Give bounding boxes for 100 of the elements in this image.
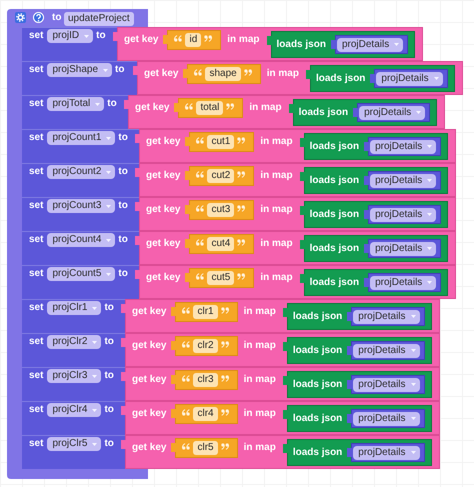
keyword-label: set [29, 97, 44, 111]
loads-json-block [300, 201, 448, 228]
keyword-label: loads json [316, 72, 366, 86]
keyword-label: to [96, 29, 106, 43]
keyword-label: set [29, 131, 44, 145]
text-block [171, 370, 238, 390]
variable-dropdown: projShape [47, 63, 112, 77]
loads-json-block [282, 371, 432, 398]
variable-dropdown: projDetails [353, 446, 420, 460]
get-key-block [135, 265, 456, 299]
keyword-label: loads json [292, 446, 342, 460]
text-field: total [196, 101, 224, 115]
variable-getter-block [364, 171, 442, 190]
keyword-label: in map [227, 33, 260, 47]
get-key-block [124, 95, 446, 129]
loads-json-block [266, 31, 416, 58]
keyword-label: to [104, 437, 114, 451]
variable-dropdown: projDetails [353, 378, 420, 392]
variable-dropdown: projTotal [47, 97, 104, 111]
get-key-block [121, 435, 440, 469]
variable-getter-block [364, 137, 442, 156]
variable-getter-block [370, 69, 448, 88]
text-block [171, 336, 238, 356]
variable-getter-block [347, 307, 425, 326]
text-field: clr4 [193, 407, 218, 421]
keyword-label: in map [244, 305, 276, 319]
text-field: id [185, 33, 202, 47]
variable-dropdown: projDetails [353, 310, 420, 324]
keyword-label: in map [244, 407, 276, 421]
keyword-label: in map [249, 101, 282, 115]
get-key-block [121, 299, 440, 333]
keyword-label: get key [146, 135, 180, 149]
variable-dropdown: projID [47, 29, 94, 43]
loads-json-block [300, 167, 448, 194]
text-field: clr3 [193, 373, 218, 387]
variable-dropdown: projDetails [359, 106, 426, 120]
variable-dropdown: projCount1 [47, 131, 116, 145]
text-block [171, 302, 238, 322]
procedure-name-field: updateProject [64, 12, 134, 26]
get-key-block [113, 27, 424, 61]
keyword-label: set [29, 437, 44, 451]
variable-dropdown: projCount4 [47, 233, 116, 247]
keyword-label: get key [132, 441, 166, 455]
get-key-block [135, 163, 456, 197]
keyword-label: to [107, 97, 117, 111]
text-field: shape [205, 67, 241, 81]
loads-json-block [282, 405, 432, 432]
variable-dropdown: projDetails [370, 174, 436, 188]
keyword-label: set [29, 199, 44, 213]
keyword-label: set [29, 233, 44, 247]
keyword-label: loads json [292, 378, 342, 392]
keyword-label: set [29, 403, 44, 417]
loads-json-block [282, 337, 432, 364]
variable-dropdown: projClr1 [47, 301, 102, 315]
loads-json-block [300, 269, 448, 296]
loads-json-block [306, 65, 455, 92]
loads-json-block [288, 99, 438, 126]
text-block [163, 30, 222, 50]
keyword-label: get key [135, 101, 170, 115]
keyword-label: get key [132, 339, 166, 353]
keyword-label: get key [146, 237, 180, 251]
variable-dropdown: projDetails [336, 38, 404, 52]
keyword-label: to [118, 233, 128, 247]
keyword-label: to [115, 63, 124, 77]
variable-getter-block [364, 205, 442, 224]
keyword-label: to [104, 335, 114, 349]
get-key-block [121, 401, 440, 435]
variable-getter-block [353, 103, 430, 122]
text-block [171, 404, 238, 424]
keyword-label: set [29, 335, 44, 349]
get-key-block [135, 231, 456, 265]
variable-dropdown: projClr4 [47, 403, 102, 417]
keyword-label: get key [132, 407, 166, 421]
keyword-label: get key [132, 373, 166, 387]
get-key-block [135, 129, 456, 163]
variable-dropdown: projDetails [370, 208, 436, 222]
keyword-label: set [29, 369, 44, 383]
loads-json-block [282, 303, 432, 330]
variable-dropdown: projDetails [376, 72, 443, 86]
variable-getter-block [347, 443, 425, 462]
text-block [171, 438, 238, 458]
get-key-block [121, 367, 440, 401]
variable-dropdown: projClr2 [47, 335, 102, 349]
variable-getter-block [330, 35, 408, 54]
keyword-label: to [104, 403, 114, 417]
keyword-label: get key [132, 305, 166, 319]
text-block [185, 200, 254, 220]
text-field: cut3 [207, 203, 234, 217]
loads-json-block [300, 133, 448, 160]
loads-json-block [300, 235, 448, 262]
get-key-block [121, 333, 440, 367]
loads-json-block [282, 439, 432, 466]
keyword-label: loads json [292, 412, 342, 426]
keyword-label: in map [260, 271, 293, 285]
variable-dropdown: projDetails [370, 242, 436, 256]
keyword-label: set [29, 301, 44, 315]
keyword-label: to [118, 267, 128, 281]
keyword-label: loads json [298, 106, 348, 120]
text-block [185, 166, 254, 186]
keyword-label: get key [124, 33, 158, 47]
